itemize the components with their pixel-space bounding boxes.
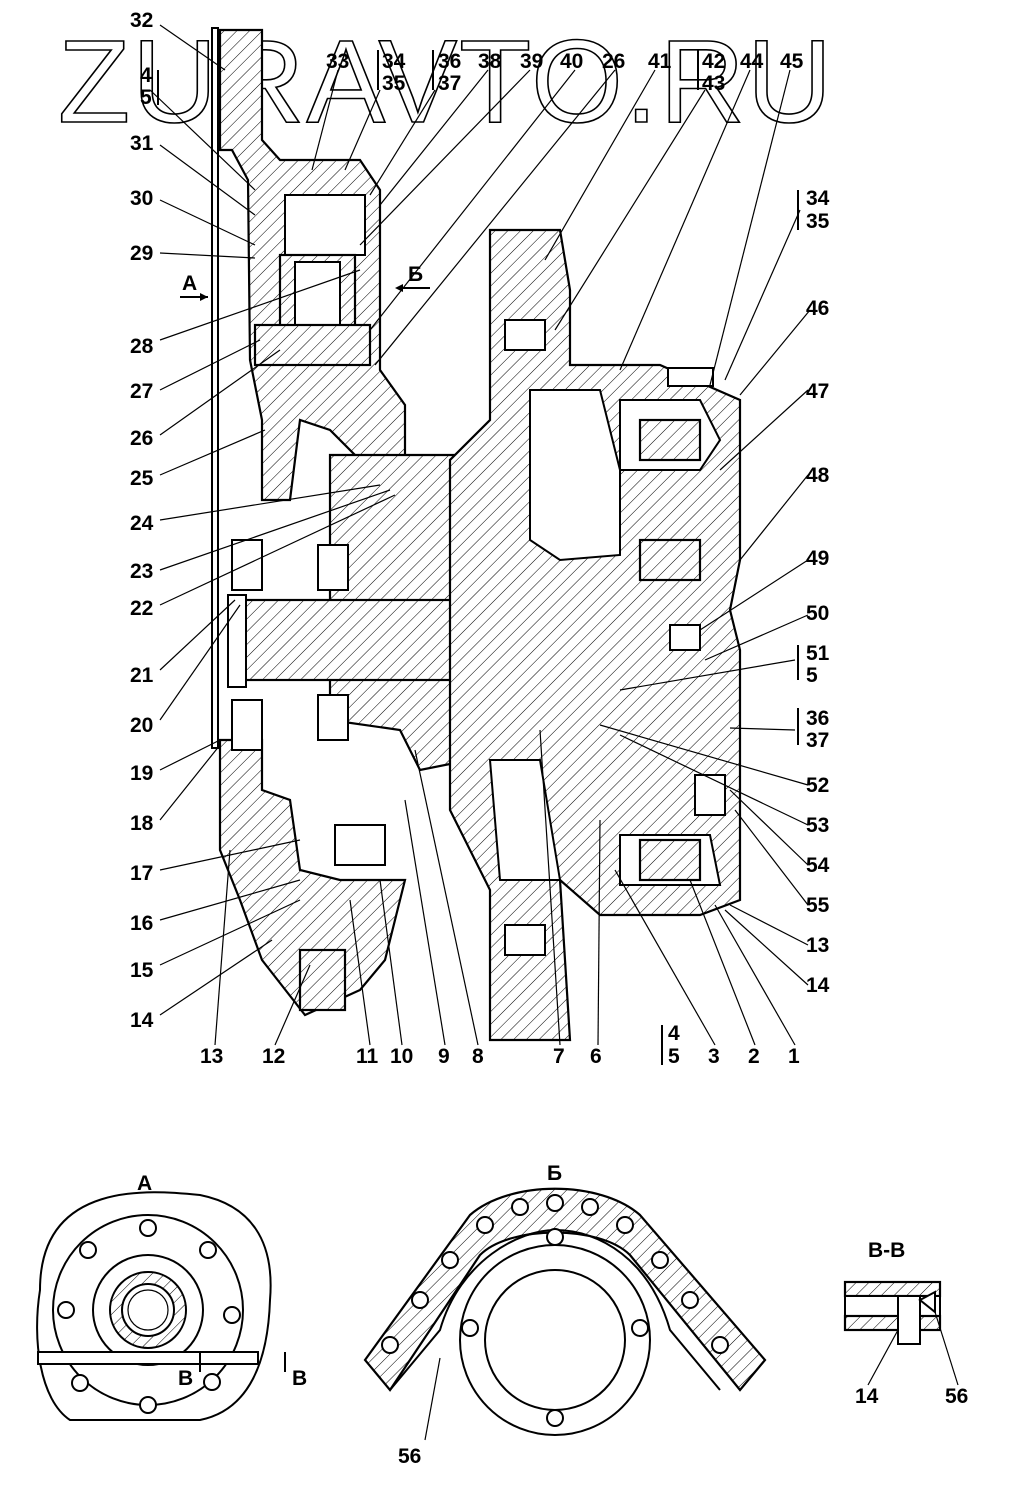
- label-7: 7: [553, 1045, 565, 1068]
- label-38: 38: [478, 50, 502, 73]
- label-45: 45: [780, 50, 804, 73]
- label-23: 23: [130, 560, 153, 583]
- label-14: 14: [130, 1009, 154, 1032]
- label-39: 39: [520, 50, 543, 73]
- label-26-top: 26: [602, 50, 625, 73]
- view-a-mark: А: [182, 272, 197, 295]
- label-42: 42: [702, 50, 725, 73]
- label-31: 31: [130, 132, 154, 155]
- label-22: 22: [130, 597, 153, 620]
- label-53: 53: [806, 814, 829, 837]
- label-5-b: 5: [668, 1045, 680, 1068]
- label-2: 2: [748, 1045, 760, 1068]
- label-37-r: 37: [806, 729, 829, 752]
- view-b: Б 56: [363, 1162, 767, 1468]
- label-20: 20: [130, 714, 153, 737]
- label-5: 5: [140, 86, 152, 109]
- label-15: 15: [130, 959, 154, 982]
- view-a: А В В: [36, 1172, 307, 1421]
- label-9: 9: [438, 1045, 450, 1068]
- label-36-r: 36: [806, 707, 829, 730]
- label-13-r: 13: [806, 934, 829, 957]
- label-35: 35: [382, 72, 406, 95]
- label-4: 4: [140, 64, 152, 87]
- label-18: 18: [130, 812, 154, 835]
- label-19: 19: [130, 762, 153, 785]
- label-36: 36: [438, 50, 461, 73]
- label-3: 3: [708, 1045, 720, 1068]
- label-14-r: 14: [806, 974, 830, 997]
- label-28: 28: [130, 335, 154, 358]
- label-29: 29: [130, 242, 153, 265]
- label-8: 8: [472, 1045, 484, 1068]
- label-13-b: 13: [200, 1045, 223, 1068]
- main-section-view: [211, 27, 742, 1042]
- label-49: 49: [806, 547, 829, 570]
- label-50: 50: [806, 602, 829, 625]
- label-46: 46: [806, 297, 829, 320]
- label-12: 12: [262, 1045, 285, 1068]
- label-48: 48: [806, 464, 830, 487]
- section-mark-right: В: [292, 1367, 307, 1390]
- view-arrows: А Б: [180, 263, 430, 301]
- label-37: 37: [438, 72, 461, 95]
- label-25: 25: [130, 467, 154, 490]
- view-vv: В-В 14 56: [843, 1239, 968, 1408]
- label-34: 34: [382, 50, 406, 73]
- label-43: 43: [702, 72, 725, 95]
- label-54: 54: [806, 854, 830, 877]
- label-44: 44: [740, 50, 764, 73]
- label-17: 17: [130, 862, 153, 885]
- label-51: 51: [806, 642, 830, 665]
- view-vv-title: В-В: [868, 1239, 905, 1262]
- watermark-text: ZURAVTO.RU: [58, 16, 834, 148]
- label-16: 16: [130, 912, 153, 935]
- label-21: 21: [130, 664, 154, 687]
- label-30: 30: [130, 187, 153, 210]
- label-52: 52: [806, 774, 829, 797]
- label-41: 41: [648, 50, 672, 73]
- view-b-title: Б: [547, 1162, 562, 1185]
- view-b-callout-56: 56: [398, 1445, 421, 1468]
- label-26: 26: [130, 427, 153, 450]
- label-10: 10: [390, 1045, 413, 1068]
- label-11: 11: [356, 1045, 379, 1068]
- label-1: 1: [788, 1045, 800, 1068]
- label-40: 40: [560, 50, 583, 73]
- label-34-r: 34: [806, 187, 830, 210]
- label-35-r: 35: [806, 210, 830, 233]
- view-a-title: А: [137, 1172, 152, 1195]
- label-47: 47: [806, 380, 829, 403]
- part-labels: 32 4 5 33 34 35 36 37 38 39 40 26 41 42 …: [130, 9, 830, 1068]
- label-4-b: 4: [668, 1022, 680, 1045]
- view-b-mark: Б: [408, 263, 423, 286]
- label-5-r: 5: [806, 664, 818, 687]
- view-vv-callout-14: 14: [855, 1385, 879, 1408]
- label-27: 27: [130, 380, 153, 403]
- label-32: 32: [130, 9, 153, 32]
- label-33: 33: [326, 50, 349, 73]
- label-6: 6: [590, 1045, 602, 1068]
- section-mark-left: В: [178, 1367, 193, 1390]
- label-55: 55: [806, 894, 830, 917]
- label-24: 24: [130, 512, 154, 535]
- view-vv-callout-56: 56: [945, 1385, 968, 1408]
- leader-lines: [149, 24, 811, 1065]
